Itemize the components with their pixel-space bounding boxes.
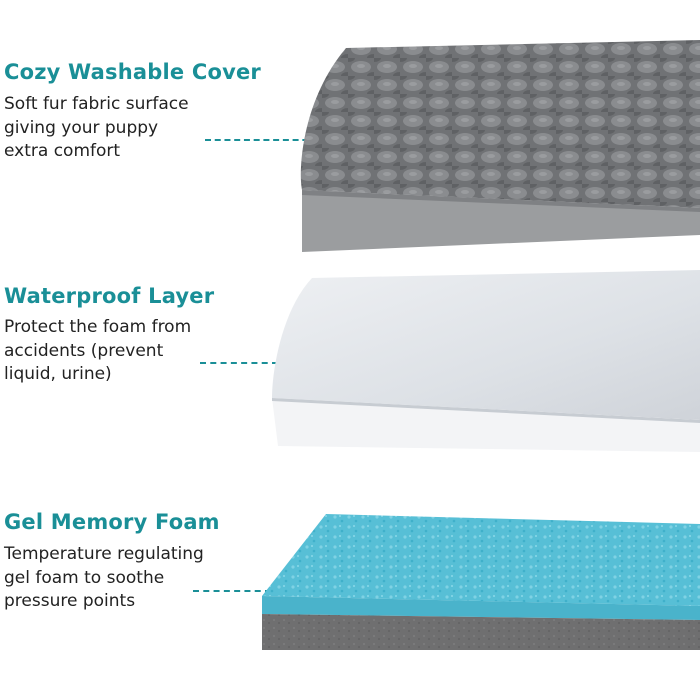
cover-top-surface — [300, 40, 700, 208]
cover-seam — [302, 190, 700, 212]
liner-edge — [272, 398, 700, 423]
pointer-dash — [200, 362, 350, 364]
desc-line: giving your puppy — [4, 117, 159, 138]
liner-top-surface — [272, 270, 700, 420]
desc-line: gel foam to soothe — [4, 567, 165, 588]
waterproof-liner-image — [272, 270, 700, 452]
layer-description-waterproof: Protect the foam from accidents (prevent… — [4, 316, 191, 387]
desc-line: Protect the foam from — [4, 317, 192, 337]
cover-pad-image — [300, 40, 700, 252]
layer-title-gel-foam: Gel Memory Foam — [4, 510, 220, 534]
desc-line: pressure points — [4, 591, 136, 611]
layer-description-cover: Soft fur fabric surface giving your pupp… — [4, 93, 189, 164]
desc-line: Soft fur fabric surface — [4, 94, 189, 114]
layer-title-waterproof: Waterproof Layer — [4, 284, 215, 308]
gel-top-surface — [262, 514, 700, 606]
gel-foam-image — [262, 514, 700, 650]
liner-side — [272, 398, 700, 452]
layer-title-cover: Cozy Washable Cover — [4, 60, 261, 84]
desc-line: Temperature regulating — [4, 544, 204, 564]
pointer-dash — [205, 139, 357, 141]
foam-side — [262, 614, 700, 650]
desc-line: liquid, urine) — [4, 364, 112, 384]
desc-line: accidents (prevent — [4, 340, 164, 361]
gel-side — [262, 596, 700, 620]
desc-line: extra comfort — [4, 141, 121, 161]
layer-description-gel-foam: Temperature regulating gel foam to sooth… — [4, 543, 204, 614]
